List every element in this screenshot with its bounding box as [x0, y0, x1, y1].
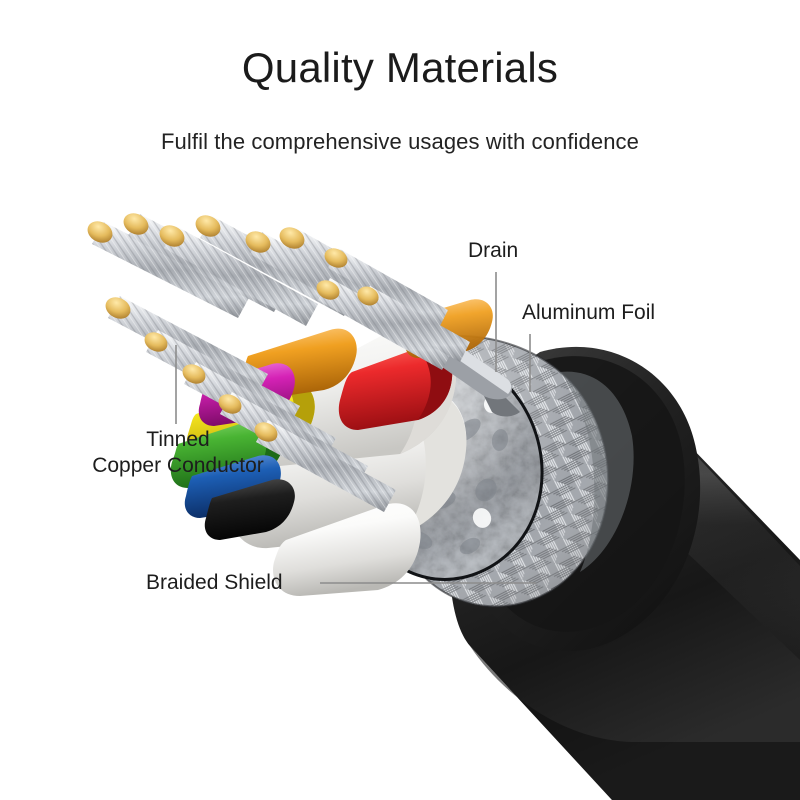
callout-label-aluminum-foil: Aluminum Foil — [522, 301, 656, 324]
callout-label-tinned-copper-conductor: Tinned Copper Conductor — [92, 428, 264, 477]
callout-leader-lines — [175, 272, 536, 584]
tinned-copper-conductors — [87, 213, 470, 512]
callout-label-drain: Drain — [468, 239, 519, 262]
callout-label-braided-shield: Braided Shield — [146, 571, 283, 594]
page-subtitle: Fulfil the comprehensive usages with con… — [161, 129, 639, 154]
page-title: Quality Materials — [241, 44, 559, 91]
